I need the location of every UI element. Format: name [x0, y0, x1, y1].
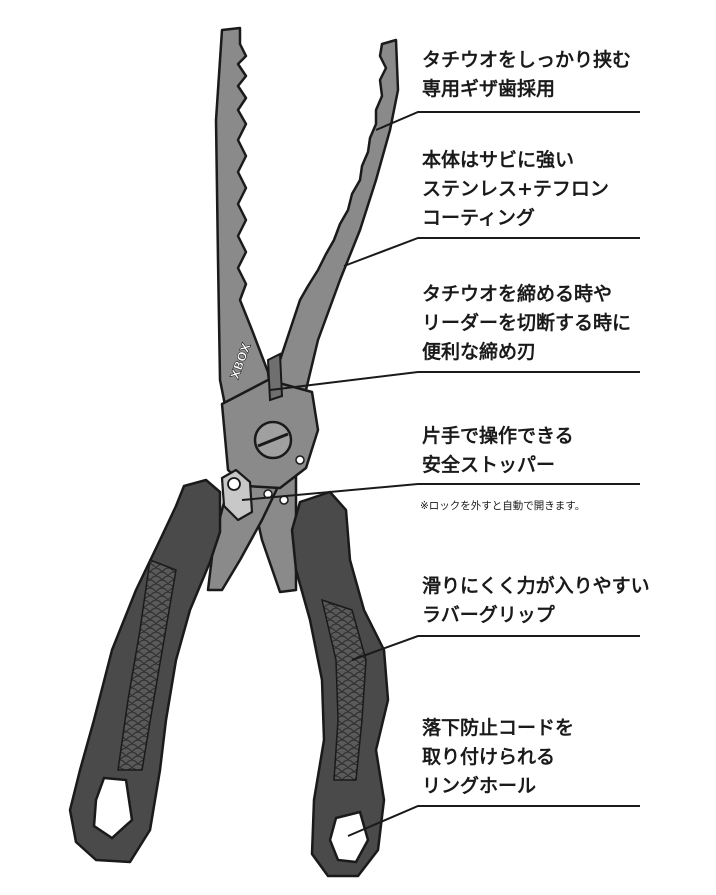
callout-text: タチウオをしっかり挟む [422, 49, 632, 71]
callout-text: リーダーを切断する時に [422, 312, 632, 334]
callout-text: 本体はサビに強い [422, 149, 575, 171]
body-hole [295, 455, 305, 465]
left-handle-grip [68, 478, 222, 864]
leader-line-ring [347, 805, 640, 837]
callout-text: 落下防止コードを [422, 717, 575, 739]
callout-text: タチウオを締める時や [422, 283, 613, 305]
ring-hole-right [328, 810, 370, 864]
callout-text: 便利な締め刃 [422, 341, 537, 363]
leader-line-stopper [241, 483, 640, 501]
callout-stopper: 片手で操作できる 安全ストッパー [422, 422, 574, 480]
safety-stopper [220, 468, 254, 522]
callout-text: 安全ストッパー [422, 454, 556, 476]
stopper-note: ※ロックを外すと自動で開きます。 [420, 500, 586, 512]
leader-lines [241, 111, 640, 837]
callout-text: 滑りにくく力が入りやすい [422, 575, 650, 597]
callout-text: 専用ギザ歯採用 [422, 78, 556, 100]
ring-hole-left [92, 776, 134, 840]
leader-line-teeth [375, 111, 640, 131]
callout-cutter: タチウオを締める時や リーダーを切断する時に 便利な締め刃 [422, 280, 631, 367]
callout-text: 取り付けられる [422, 746, 556, 768]
leader-line-coating [343, 237, 640, 267]
callout-text: コーティング [422, 207, 535, 229]
callout-text: 片手で操作できる [422, 425, 574, 447]
leader-line-cutter [269, 371, 640, 391]
pivot-screw-icon [253, 420, 293, 460]
callout-text: ラバーグリップ [422, 604, 555, 626]
callout-coating: 本体はサビに強い ステンレス+テフロン コーティング [422, 146, 609, 233]
right-handle-grip [290, 490, 390, 878]
callout-text: リングホール [422, 775, 537, 797]
callout-serrated-teeth: タチウオをしっかり挟む 専用ギザ歯採用 [422, 46, 631, 104]
cutter-blade [266, 352, 284, 402]
callout-text: ステンレス+テフロン [422, 178, 609, 200]
callout-ring-hole: 落下防止コードを 取り付けられる リングホール [422, 714, 574, 801]
leader-line-grip [351, 635, 640, 661]
callout-grip: 滑りにくく力が入りやすい ラバーグリップ [422, 572, 650, 630]
